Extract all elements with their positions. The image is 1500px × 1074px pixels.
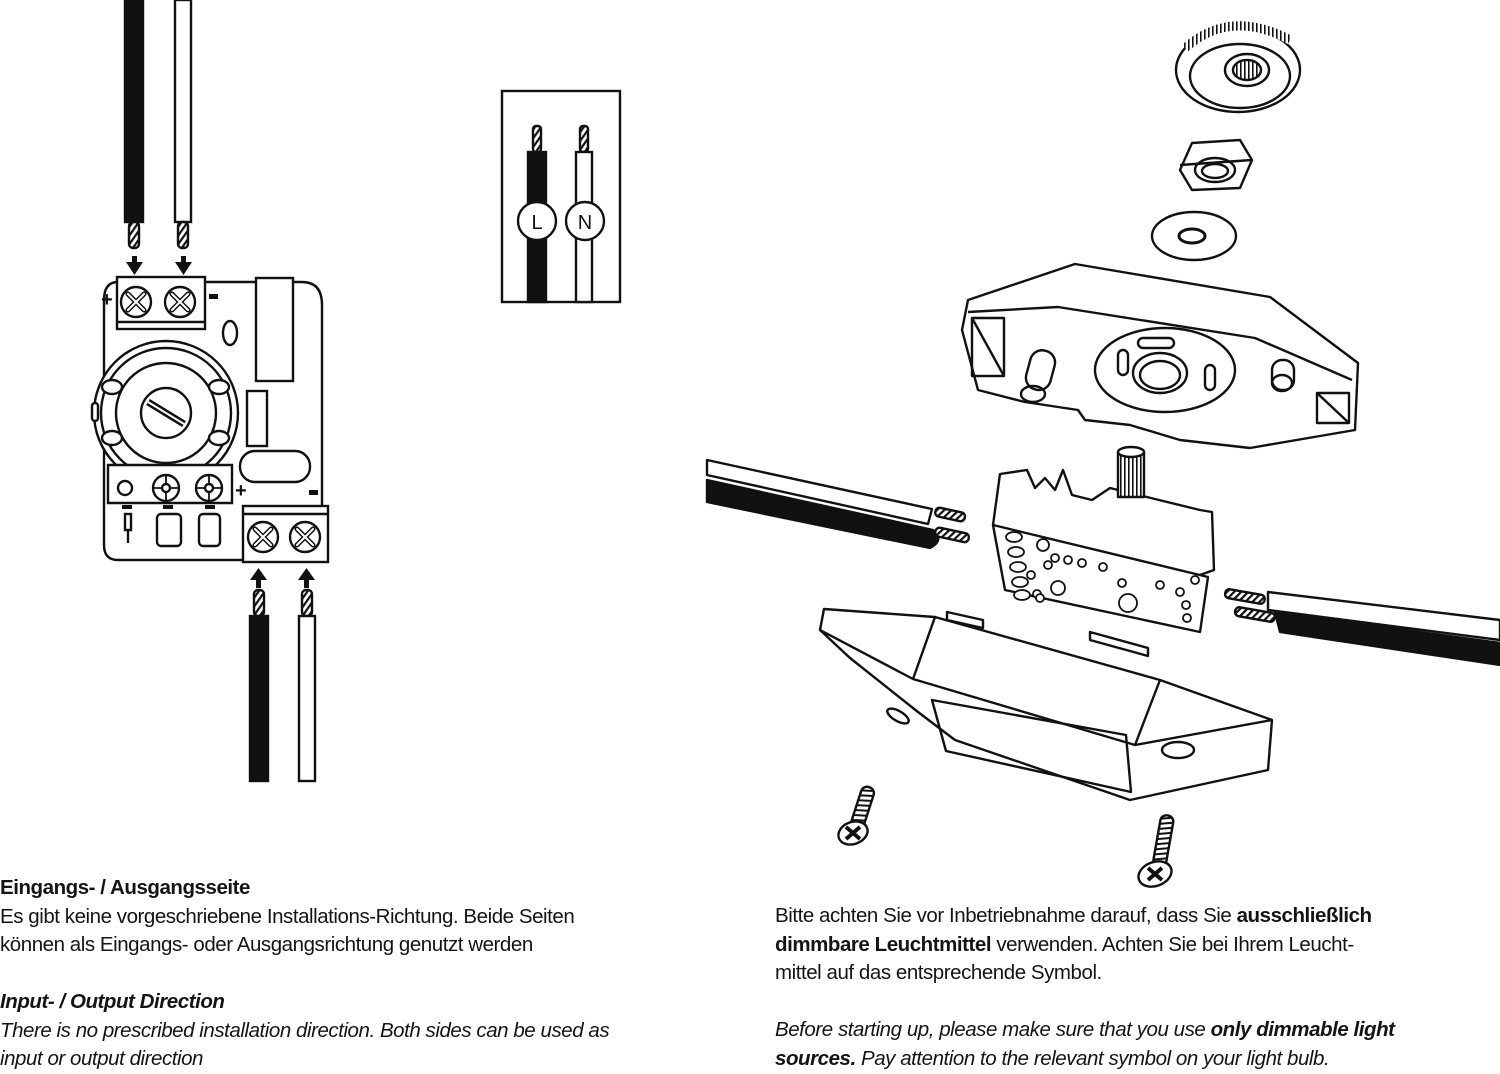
installation-direction-english: Input- / Output Direction There is no pr… [0, 988, 680, 1074]
mount-hole [221, 319, 239, 347]
capacitor-component [254, 276, 295, 383]
notice-emphasis-2: dimmbare Leuchtmittel [775, 932, 992, 956]
body-line-1: Es gibt keine vorgeschriebene Installati… [0, 904, 575, 928]
top-neutral-wire [173, 0, 193, 250]
svg-text:+: + [101, 289, 113, 311]
bottom-arrow-icon-2 [298, 568, 315, 588]
notice-emphasis-2: sources. [775, 1046, 856, 1070]
left-cable [705, 458, 971, 550]
svg-text:+: + [235, 480, 247, 502]
svg-text:N: N [578, 212, 592, 234]
top-arrow-icon-2 [175, 256, 192, 275]
live-wire-label: L [516, 200, 558, 242]
exploded-housing-diagram [705, 21, 1500, 888]
lower-housing [818, 607, 1274, 802]
dimmable-notice-german: Bitte achten Sie vor Inbetriebnahme dara… [775, 902, 1475, 988]
body-line-2: können als Eingangs- oder Ausgangsrichtu… [0, 933, 533, 956]
body-line-2: input or output direction [0, 1047, 203, 1070]
notice-text-2: verwenden. Achten Sie bei Ihrem Leucht- [991, 932, 1354, 956]
svg-text:L: L [531, 212, 542, 234]
hex-nut [1178, 138, 1254, 192]
body-line-1: There is no prescribed installation dire… [0, 1018, 610, 1042]
heading-german: Eingangs- / Ausgangsseite [0, 876, 250, 899]
bottom-live-wire [248, 588, 270, 783]
bottom-arrow-icon-1 [250, 568, 267, 588]
oval-slot [238, 449, 312, 484]
top-terminal-block [115, 275, 207, 331]
potentiometer [90, 339, 240, 487]
minus-sign-top [209, 294, 218, 299]
heading-english: Input- / Output Direction [0, 990, 225, 1013]
top-live-wire [123, 0, 145, 250]
dimmable-notice-english: Before starting up, please make sure tha… [775, 1016, 1475, 1073]
right-cable [1223, 588, 1500, 667]
notice-text: Bitte achten Sie vor Inbetriebnahme dara… [775, 904, 1237, 927]
plus-sign-top: + [101, 289, 113, 311]
washer [1150, 210, 1238, 262]
notice-text-3: mittel auf das entsprechende Symbol. [775, 961, 1102, 984]
neutral-wire-label: N [564, 200, 606, 242]
bottom-neutral-wire [297, 588, 317, 783]
plus-sign-bottom: + [235, 480, 247, 502]
dimmer-knob [1174, 21, 1302, 114]
notice-emphasis-1: ausschließlich [1236, 904, 1372, 927]
pcb-module [991, 445, 1216, 634]
minus-sign-bottom [309, 490, 318, 495]
resistor-component [245, 389, 269, 448]
notice-text: Before starting up, please make sure tha… [775, 1018, 1211, 1041]
notice-text-2: Pay attention to the relevant symbol on … [855, 1046, 1330, 1070]
upper-housing [960, 262, 1360, 450]
bottom-terminal-block [241, 504, 330, 564]
pot-base [106, 463, 234, 548]
wire-legend-box: L N [500, 89, 622, 304]
screw-2 [1137, 814, 1175, 888]
top-arrow-icon-1 [126, 256, 143, 275]
screw-1 [837, 785, 876, 846]
installation-direction-german: Eingangs- / Ausgangsseite Es gibt keine … [0, 874, 680, 960]
dimmer-pcb-diagram: + [90, 0, 330, 783]
notice-emphasis-1: only dimmable light [1210, 1018, 1395, 1041]
